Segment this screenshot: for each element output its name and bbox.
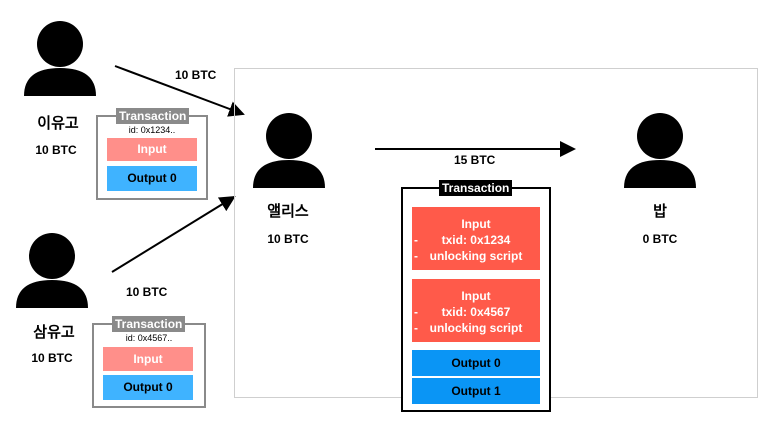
arrow-samyugo-to-alice [111,195,236,273]
input-txid: txid: 0x4567 [441,305,511,319]
input-script: unlocking script [429,321,523,335]
person-amount-samyugo: 10 BTC [31,351,73,365]
person-icon-iyugo [24,21,96,96]
transaction-output-0: Output 0 [412,350,540,376]
transaction-output: Output 0 [103,375,193,400]
input-title: Input [461,289,491,303]
flow-label-iyugo-to-alice: 10 BTC [175,68,217,82]
transaction-output-1: Output 1 [412,378,540,404]
input-script: unlocking script [429,249,523,263]
transaction-output: Output 0 [107,166,197,191]
transaction-input-1: Input txid: 0x1234 unlocking script - - [412,207,540,270]
transaction-id: id: 0x1234.. [128,125,176,135]
bullet-dash: - [414,305,418,319]
person-name-bob: 밥 [653,203,667,220]
input-txid: txid: 0x1234 [441,233,511,247]
person-icon-samyugo [16,233,88,308]
bullet-dash: - [414,233,418,247]
input-title: Input [461,217,491,231]
person-name-alice: 앨리스 [267,203,309,220]
transaction-tag: Transaction [116,108,190,124]
transaction-tag: Transaction [439,180,513,196]
person-name-iyugo: 이유고 [37,115,79,132]
bullet-dash: - [414,321,418,335]
person-name-samyugo: 삼유고 [33,324,75,341]
person-icon-alice [253,113,325,188]
transaction-input-2: Input txid: 0x4567 unlocking script - - [412,279,540,342]
flow-label-alice-to-bob: 15 BTC [454,153,496,167]
transaction-box-2: Transaction id: 0x4567.. Input Output 0 [92,316,206,408]
bullet-dash: - [414,249,418,263]
transaction-tag: Transaction [112,316,186,332]
person-icon-bob [624,113,696,188]
person-amount-bob: 0 BTC [642,232,678,246]
transaction-box-3: Transaction Input txid: 0x1234 unlocking… [401,180,551,412]
transaction-input: Input [107,138,197,161]
arrow-iyugo-to-alice [114,65,245,117]
transaction-box-1: Transaction id: 0x1234.. Input Output 0 [96,108,208,200]
person-amount-iyugo: 10 BTC [35,143,77,157]
transaction-id: id: 0x4567.. [125,333,173,343]
transaction-input: Input [103,347,193,371]
flow-label-samyugo-to-alice: 10 BTC [126,285,168,299]
person-amount-alice: 10 BTC [267,232,309,246]
